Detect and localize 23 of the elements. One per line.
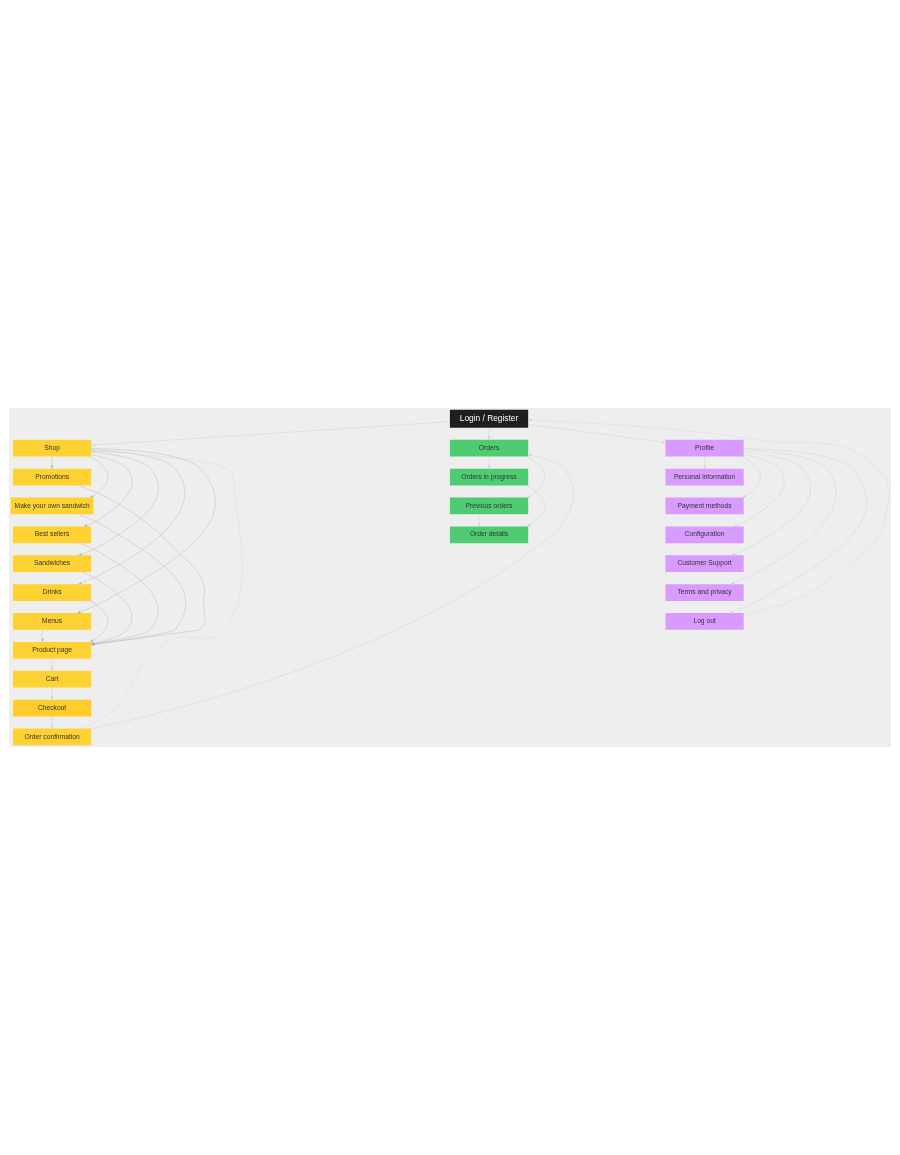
arrow: [78, 449, 186, 585]
arrow: [731, 451, 811, 556]
arrow: [733, 454, 785, 527]
arrow: [528, 419, 890, 616]
arrow: [78, 543, 159, 645]
arrow: [742, 456, 761, 498]
arrow: [77, 448, 216, 614]
arrow: [528, 424, 666, 444]
arrow: [730, 449, 837, 585]
arrow: [89, 600, 109, 643]
node-box: Login / Register: [449, 409, 529, 428]
arrow: [91, 454, 574, 730]
arrow: [78, 451, 159, 556]
arrow: [89, 456, 109, 498]
arrow: [526, 456, 546, 498]
arrow: [526, 485, 546, 527]
arrow: [81, 571, 133, 645]
arrow: [78, 514, 186, 646]
arrow: [91, 421, 451, 447]
arrow: [78, 485, 206, 646]
arrow: [729, 448, 867, 614]
arrow: [83, 454, 133, 527]
arrow: [80, 449, 243, 729]
